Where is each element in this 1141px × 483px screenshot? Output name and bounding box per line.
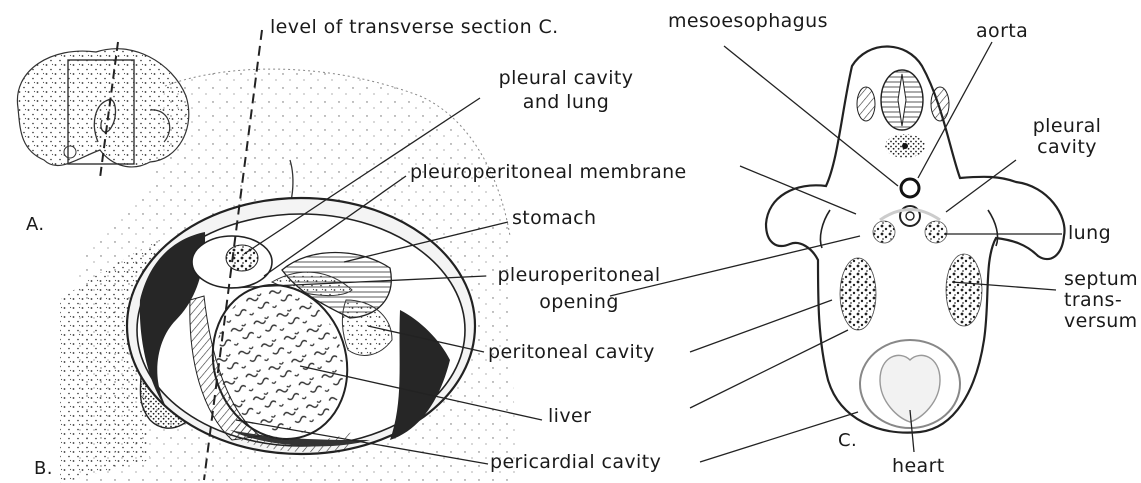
transverse-section-view	[766, 47, 1065, 433]
label-pleuroperitoneal-membrane: pleuroperitoneal membrane	[410, 162, 687, 183]
label-heart: heart	[892, 456, 945, 477]
label-septum-line2: trans-	[1064, 290, 1138, 311]
label-septum-line3: versum	[1064, 311, 1138, 332]
label-septum-line1: septum	[1064, 269, 1138, 290]
label-pleural-cavity: pleural cavity	[1022, 116, 1112, 158]
label-mesoesophagus: mesoesophagus	[668, 11, 828, 32]
label-pp-opening-line2: opening	[484, 292, 674, 313]
panel-label-b: B.	[34, 458, 53, 479]
label-level-of-section: level of transverse section C.	[270, 17, 559, 38]
label-septum-transversum: septum trans- versum	[1064, 269, 1138, 332]
label-pp-opening-line1: pleuroperitoneal	[484, 265, 674, 286]
label-stomach: stomach	[512, 208, 596, 229]
label-peritoneal-cavity: peritoneal cavity	[488, 342, 655, 363]
label-pleural-cavity-line2: and lung	[486, 92, 646, 113]
label-lung: lung	[1068, 223, 1111, 244]
label-pericardial-cavity: pericardial cavity	[490, 452, 661, 473]
panel-label-c: C.	[838, 430, 857, 451]
panel-label-a: A.	[26, 214, 45, 235]
label-pleural-cavity-line1: pleural cavity	[486, 68, 646, 89]
label-pleuroperitoneal-opening: pleuroperitoneal opening	[484, 265, 674, 313]
label-pleural-cavity-c-line1: pleural	[1022, 116, 1112, 137]
label-pleural-cavity-and-lung: pleural cavity and lung	[486, 68, 646, 113]
label-pleural-cavity-c-line2: cavity	[1022, 137, 1112, 158]
label-liver: liver	[548, 406, 591, 427]
label-aorta: aorta	[976, 21, 1028, 42]
